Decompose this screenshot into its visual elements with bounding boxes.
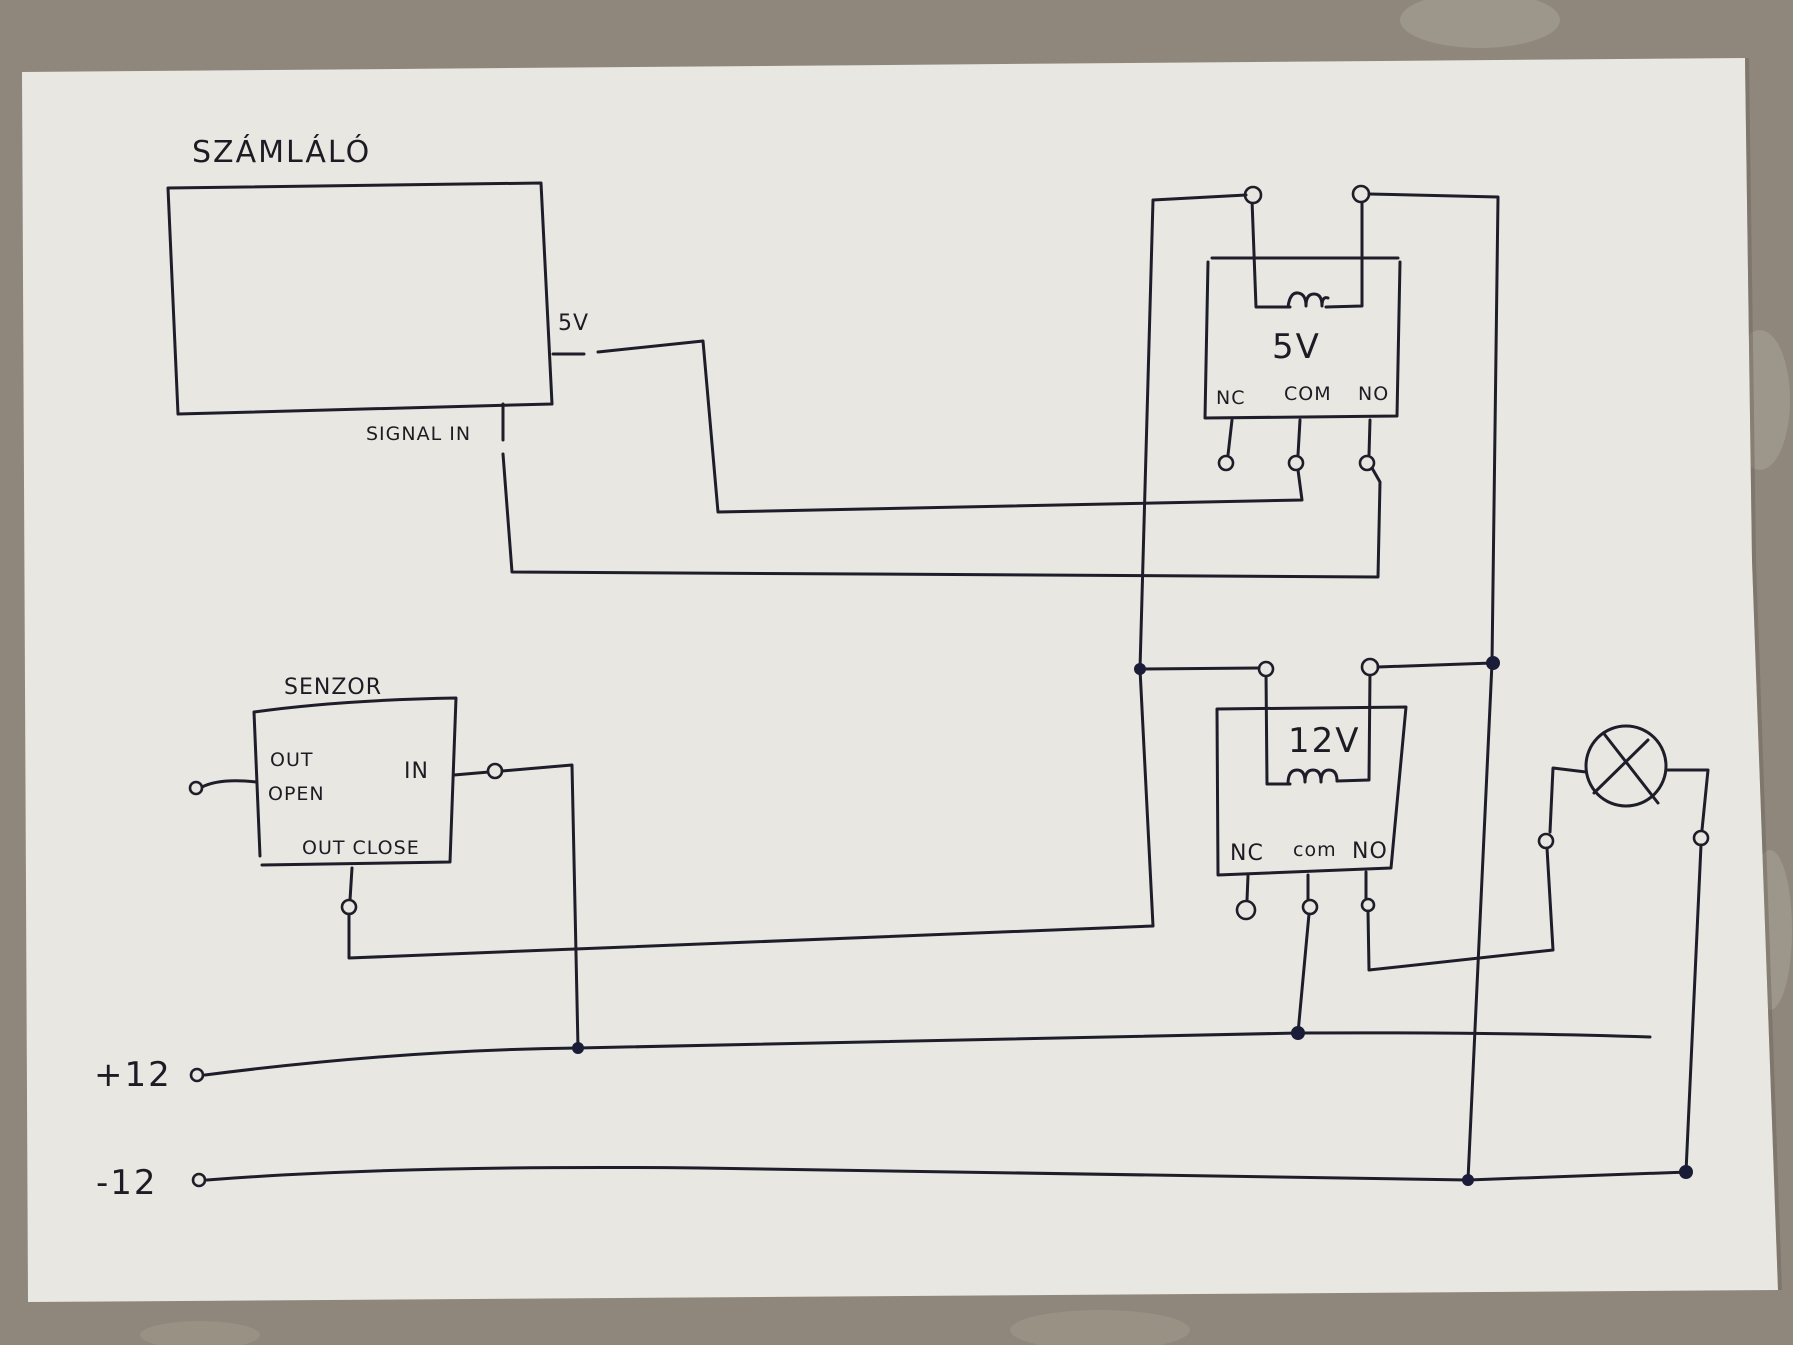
relay-12v-nc-terminal — [1235, 899, 1257, 921]
relay-12v-pin-stubs — [1245, 870, 1368, 902]
wire-relay12v-no-to-lamp — [1366, 846, 1555, 972]
relay-5v-no-terminal — [1358, 454, 1376, 472]
relay-5v-com-label: COM — [1284, 383, 1332, 405]
wire-right-bus — [1367, 192, 1500, 1182]
supply-negative-rail — [205, 1166, 1690, 1182]
relay-12v: 12V NC com NO — [1215, 657, 1408, 921]
sensor-in-lead — [452, 770, 491, 777]
relay-12v-no-terminal — [1360, 897, 1376, 913]
supply-positive-terminal — [189, 1067, 205, 1083]
wire-lamp-to-negative — [1684, 843, 1703, 1174]
wire-left-bus — [347, 193, 1248, 960]
wire-counter5v-to-relay5v-com — [596, 339, 1304, 514]
counter-pin-5v-label: 5V — [558, 311, 589, 336]
sensor-in-terminal — [486, 762, 504, 780]
supply-negative-terminal — [191, 1172, 207, 1188]
relay-5v: 5V NC COM NO — [1203, 184, 1402, 472]
wire-sensor-in-to-positive — [500, 763, 580, 1050]
relay-12v-coil-terminal-right — [1360, 657, 1380, 677]
junctions — [572, 656, 1693, 1186]
junction-right-bus-negative — [1462, 1174, 1474, 1186]
relay-12v-com-terminal — [1301, 898, 1319, 916]
wire-signal-to-relay5v-no — [501, 452, 1382, 579]
supply-negative-label: -12 — [96, 1163, 158, 1203]
relay-12v-coil-leads — [1264, 670, 1372, 786]
sensor-block: SENZOR OUT OPEN IN OUT CLOSE — [188, 675, 504, 916]
relay-5v-com-terminal — [1287, 454, 1305, 472]
relay-12v-no-label: NO — [1352, 839, 1388, 864]
sensor-box — [252, 696, 458, 867]
sensor-out-open-label-1: OUT — [270, 749, 313, 771]
counter-box — [166, 181, 554, 416]
relay-12v-box — [1215, 705, 1408, 877]
relay-5v-box — [1203, 256, 1402, 420]
relay-5v-coil-icon — [1286, 291, 1330, 309]
lamp-right-lead — [1664, 768, 1710, 832]
junction-relay12v-positive — [1291, 1026, 1305, 1040]
relay-12v-nc-label: NC — [1230, 841, 1264, 866]
relay-5v-nc-label: NC — [1216, 387, 1245, 409]
sensor-out-close-lead — [348, 866, 354, 902]
lamp-left-terminal — [1537, 832, 1555, 850]
lamp-right-terminal — [1692, 829, 1710, 847]
junction-lamp-negative — [1679, 1165, 1693, 1179]
junction-left-bus — [1134, 663, 1146, 675]
wire-bus-to-relay12v-coil-left — [1138, 666, 1261, 671]
relay-5v-nc-terminal — [1217, 454, 1235, 472]
relay-5v-coil-terminal-right — [1351, 184, 1371, 204]
sensor-in-label: IN — [404, 759, 429, 784]
relay-5v-no-label: NO — [1358, 383, 1389, 405]
sensor-out-close-terminal — [340, 898, 358, 916]
supply-positive-label: +12 — [94, 1055, 172, 1095]
relay-5v-pin-stubs — [1226, 418, 1372, 457]
relay-12v-com-label: com — [1293, 839, 1337, 861]
sensor-title: SENZOR — [284, 675, 382, 700]
wire-relay12v-coil-right-to-bus — [1376, 661, 1494, 669]
counter-block: SZÁMLÁLÓ 5V SIGNAL IN — [166, 133, 589, 445]
paper-shadow-edge — [1745, 58, 1782, 1290]
paper-sheet — [22, 58, 1778, 1302]
junction-sensor-positive — [572, 1042, 584, 1054]
counter-title: SZÁMLÁLÓ — [192, 133, 371, 170]
wire-relay12v-com-to-positive — [1296, 912, 1311, 1035]
wiring — [347, 192, 1703, 1182]
relay-12v-coil-terminal-left — [1257, 660, 1275, 678]
relay-5v-rating: 5V — [1272, 327, 1321, 367]
junction-right-bus — [1486, 656, 1500, 670]
sensor-out-open-label-2: OPEN — [268, 783, 325, 805]
sensor-out-open-terminal — [188, 780, 204, 796]
counter-pin-signal-label: SIGNAL IN — [366, 423, 471, 445]
relay-5v-coil-leads — [1250, 196, 1364, 309]
lamp-left-lead — [1548, 766, 1588, 834]
sensor-out-open-lead — [200, 779, 258, 789]
lamp-cross-icon — [1592, 733, 1660, 805]
lamp — [1537, 724, 1710, 850]
sensor-out-close-label: OUT CLOSE — [302, 837, 420, 859]
relay-12v-rating: 12V — [1288, 721, 1361, 761]
lamp-circle-icon — [1584, 724, 1668, 808]
relay-12v-coil-icon — [1286, 768, 1339, 786]
